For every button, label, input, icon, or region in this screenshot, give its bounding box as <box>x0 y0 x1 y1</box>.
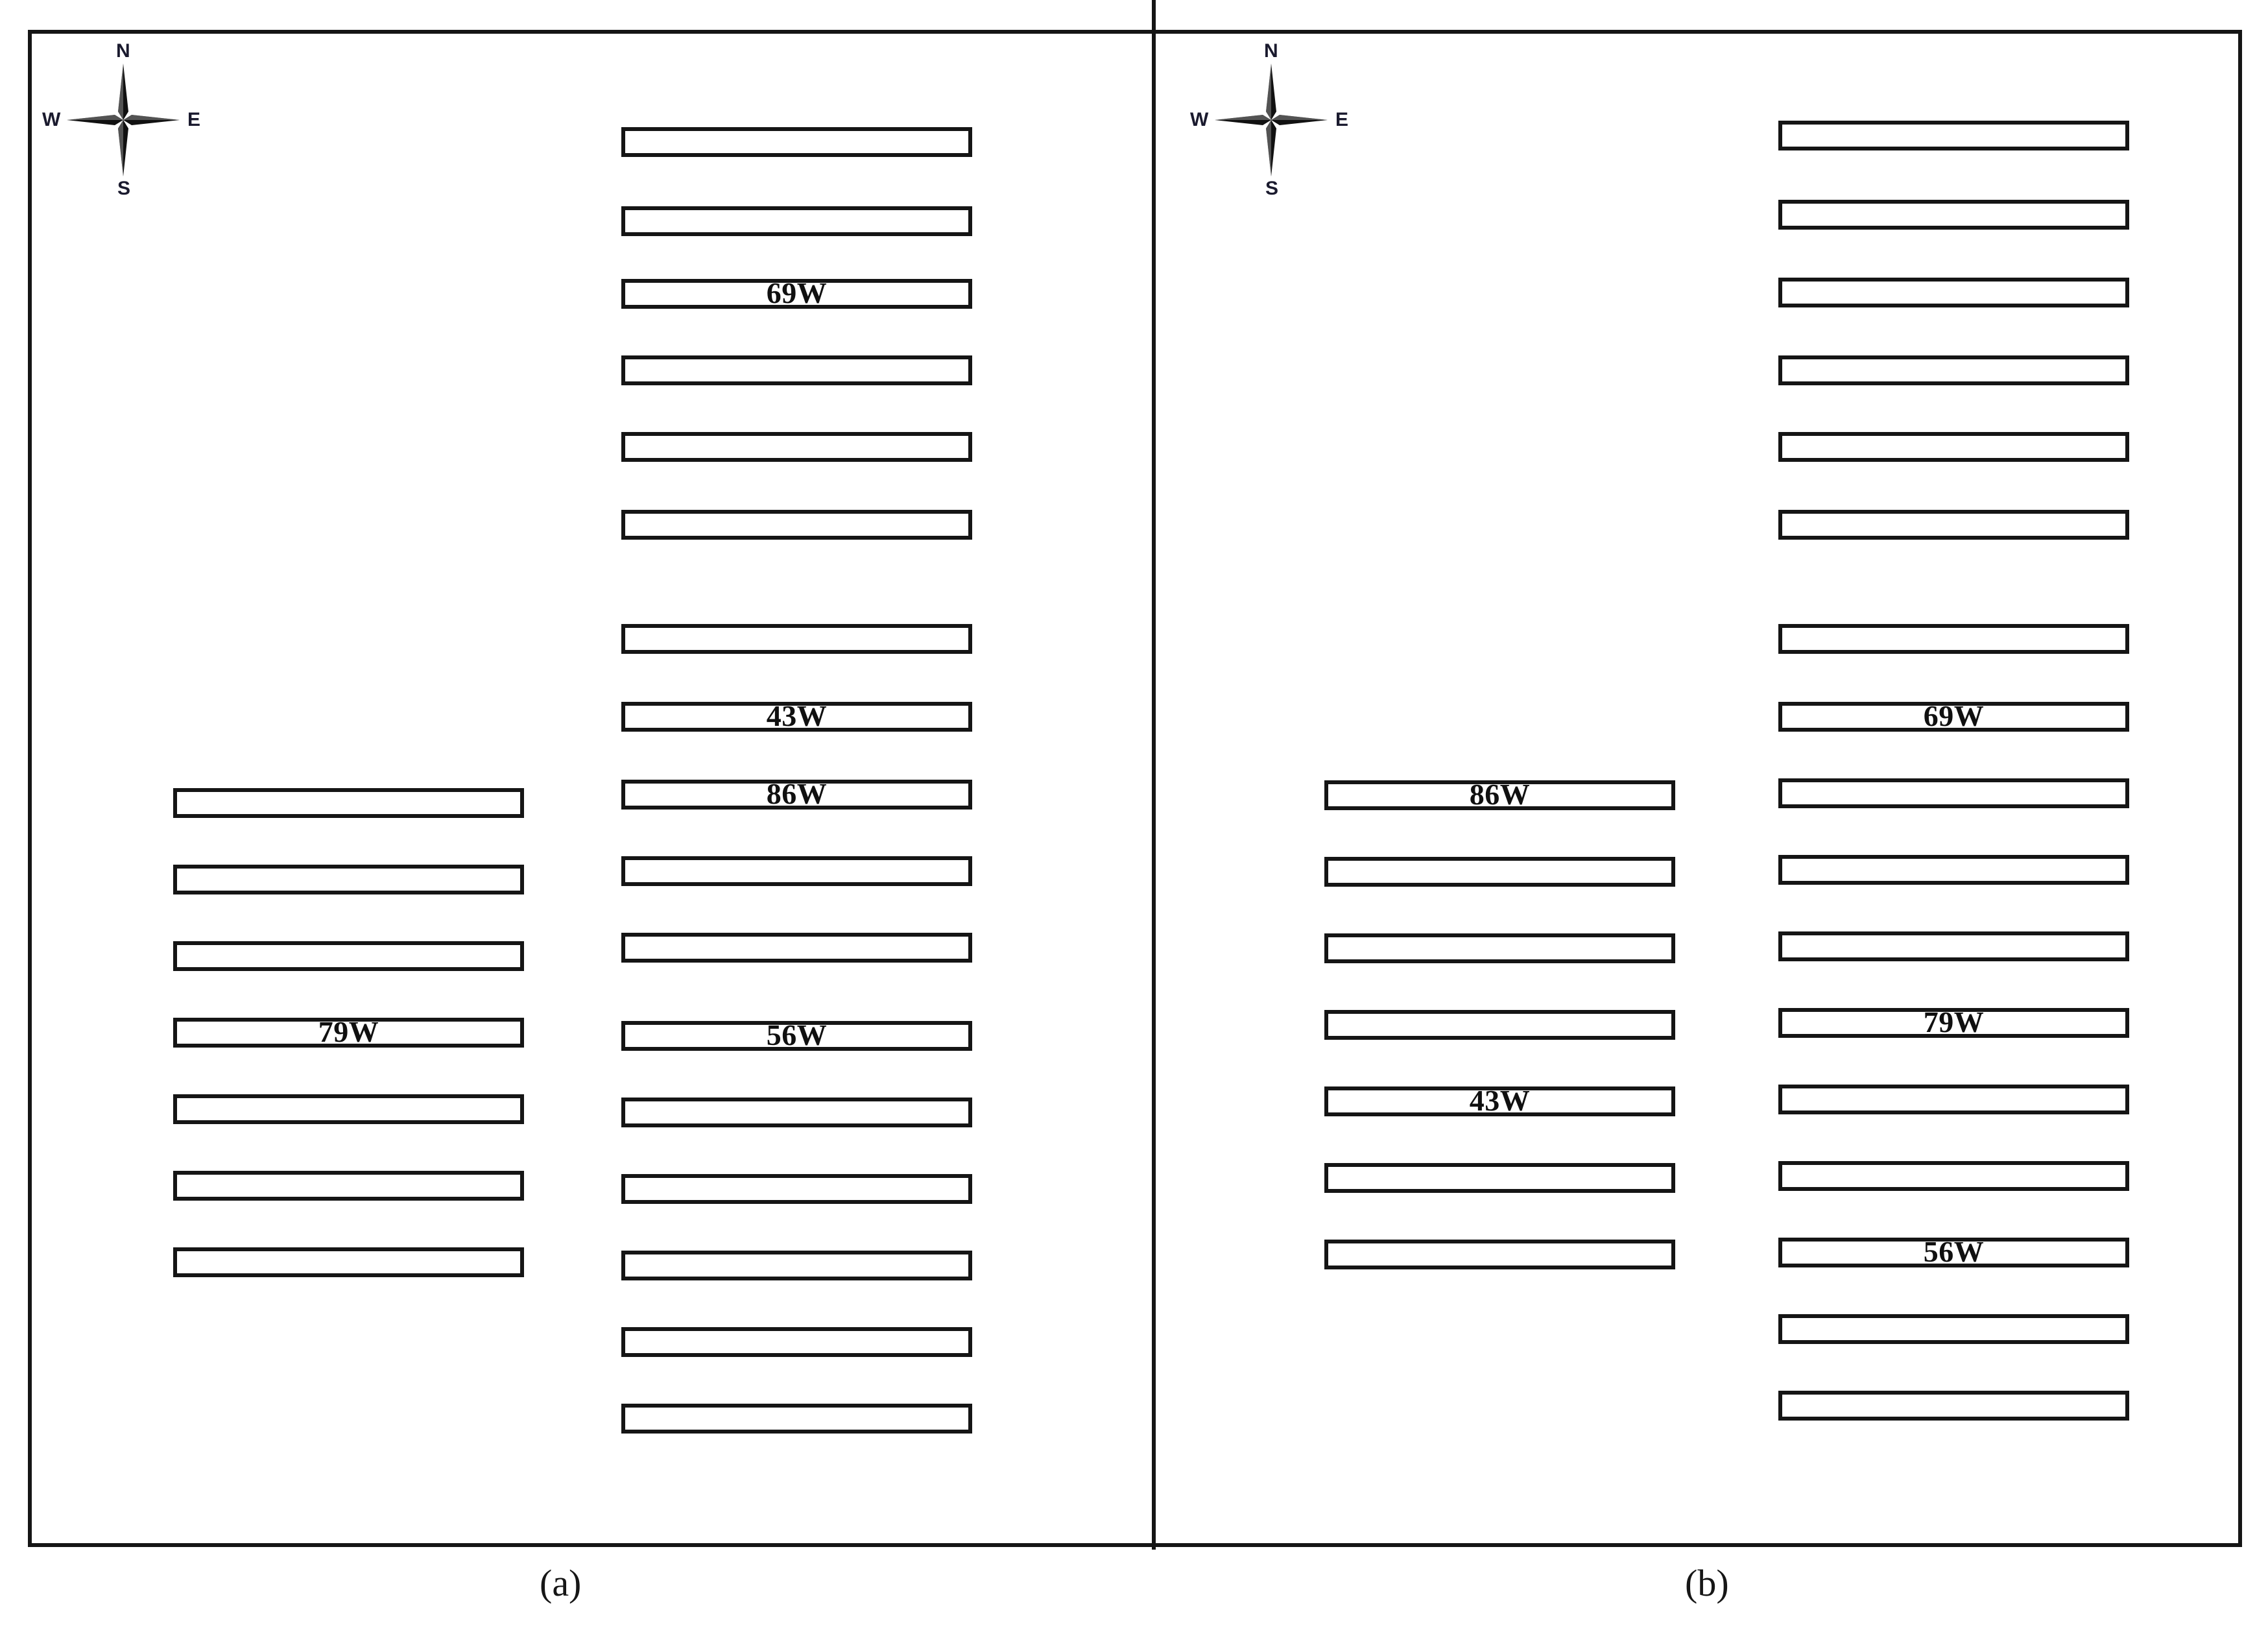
parcel-label: 43W <box>766 699 828 732</box>
parcel-rectangle[interactable]: 69W <box>621 276 972 309</box>
parcel-rectangle[interactable]: 86W <box>1324 780 1675 810</box>
parcel-label: 43W <box>1469 1084 1531 1117</box>
parcel-rectangle[interactable]: 79W <box>1778 1005 2129 1038</box>
parcel-rectangle[interactable] <box>621 432 972 462</box>
parcel-rectangle[interactable] <box>173 788 524 818</box>
parcel-rectangle[interactable] <box>621 1251 972 1280</box>
parcel-rectangle[interactable] <box>1778 432 2129 462</box>
parcel-rectangle[interactable] <box>173 1094 524 1124</box>
parcel-rectangle[interactable] <box>1778 1391 2129 1421</box>
parcel-rectangle[interactable] <box>1778 278 2129 307</box>
compass-label-n: N <box>116 40 130 62</box>
parcel-rectangle[interactable] <box>1324 857 1675 887</box>
parcel-rectangle[interactable] <box>1778 624 2129 654</box>
parcel-rectangle[interactable] <box>1778 200 2129 230</box>
parcel-rectangle[interactable]: 69W <box>1778 699 2129 732</box>
parcel-rectangle[interactable] <box>621 933 972 963</box>
parcel-rectangle[interactable] <box>621 355 972 385</box>
parcel-rectangle[interactable] <box>621 1327 972 1357</box>
parcel-rectangle[interactable] <box>1778 1161 2129 1191</box>
parcel-label: 69W <box>766 276 828 309</box>
parcel-rectangle[interactable] <box>1324 1163 1675 1193</box>
parcel-rectangle[interactable] <box>1324 933 1675 963</box>
parcel-rectangle[interactable] <box>1778 931 2129 961</box>
parcel-label: 79W <box>1923 1005 1985 1038</box>
parcel-rectangle[interactable]: 86W <box>621 777 972 810</box>
parcel-label: 69W <box>1923 699 1985 732</box>
parcel-rectangle[interactable] <box>621 856 972 886</box>
parcel-rectangle[interactable]: 56W <box>1778 1235 2129 1268</box>
panel-caption: (a) <box>540 1562 582 1604</box>
compass-label-e: E <box>1335 109 1349 130</box>
compass-label-s: S <box>117 178 131 199</box>
compass-rose-icon: N S W E <box>42 39 204 201</box>
parcel-rectangle[interactable] <box>1778 778 2129 808</box>
parcel-rectangle[interactable] <box>1778 1085 2129 1114</box>
parcel-rectangle[interactable] <box>1778 355 2129 385</box>
parcel-rectangle[interactable] <box>621 127 972 157</box>
parcel-rectangle[interactable] <box>173 865 524 894</box>
panel-divider-line <box>1152 0 1156 1550</box>
parcel-rectangle[interactable] <box>621 1098 972 1127</box>
parcel-rectangle[interactable] <box>621 510 972 540</box>
figure-outer-frame <box>28 30 2242 1547</box>
compass-label-s: S <box>1265 178 1279 199</box>
parcel-rectangle[interactable] <box>173 941 524 971</box>
compass-label-n: N <box>1264 40 1278 62</box>
compass-label-e: E <box>187 109 201 130</box>
compass-rose-icon: N S W E <box>1190 39 1352 201</box>
parcel-label: 56W <box>1923 1235 1985 1268</box>
parcel-rectangle[interactable] <box>173 1247 524 1277</box>
compass-label-w: W <box>1190 109 1209 130</box>
parcel-rectangle[interactable] <box>1778 121 2129 150</box>
parcel-label: 79W <box>318 1015 379 1048</box>
parcel-rectangle[interactable]: 56W <box>621 1018 972 1051</box>
parcel-rectangle[interactable] <box>621 206 972 236</box>
parcel-rectangle[interactable] <box>621 624 972 654</box>
parcel-label: 86W <box>766 777 828 810</box>
parcel-rectangle[interactable]: 43W <box>621 699 972 732</box>
parcel-rectangle[interactable] <box>1778 1314 2129 1344</box>
parcel-label: 56W <box>766 1018 828 1051</box>
parcel-rectangle[interactable]: 43W <box>1324 1086 1675 1116</box>
parcel-label: 86W <box>1469 778 1531 811</box>
parcel-rectangle[interactable] <box>1778 855 2129 885</box>
parcel-rectangle[interactable]: 79W <box>173 1015 524 1048</box>
parcel-rectangle[interactable] <box>1324 1010 1675 1040</box>
parcel-rectangle[interactable] <box>173 1171 524 1201</box>
parcel-rectangle[interactable] <box>621 1404 972 1434</box>
parcel-rectangle[interactable] <box>1324 1240 1675 1269</box>
parcel-rectangle[interactable] <box>1778 510 2129 540</box>
panel-caption: (b) <box>1685 1562 1729 1604</box>
compass-label-w: W <box>42 109 61 130</box>
parcel-rectangle[interactable] <box>621 1174 972 1204</box>
